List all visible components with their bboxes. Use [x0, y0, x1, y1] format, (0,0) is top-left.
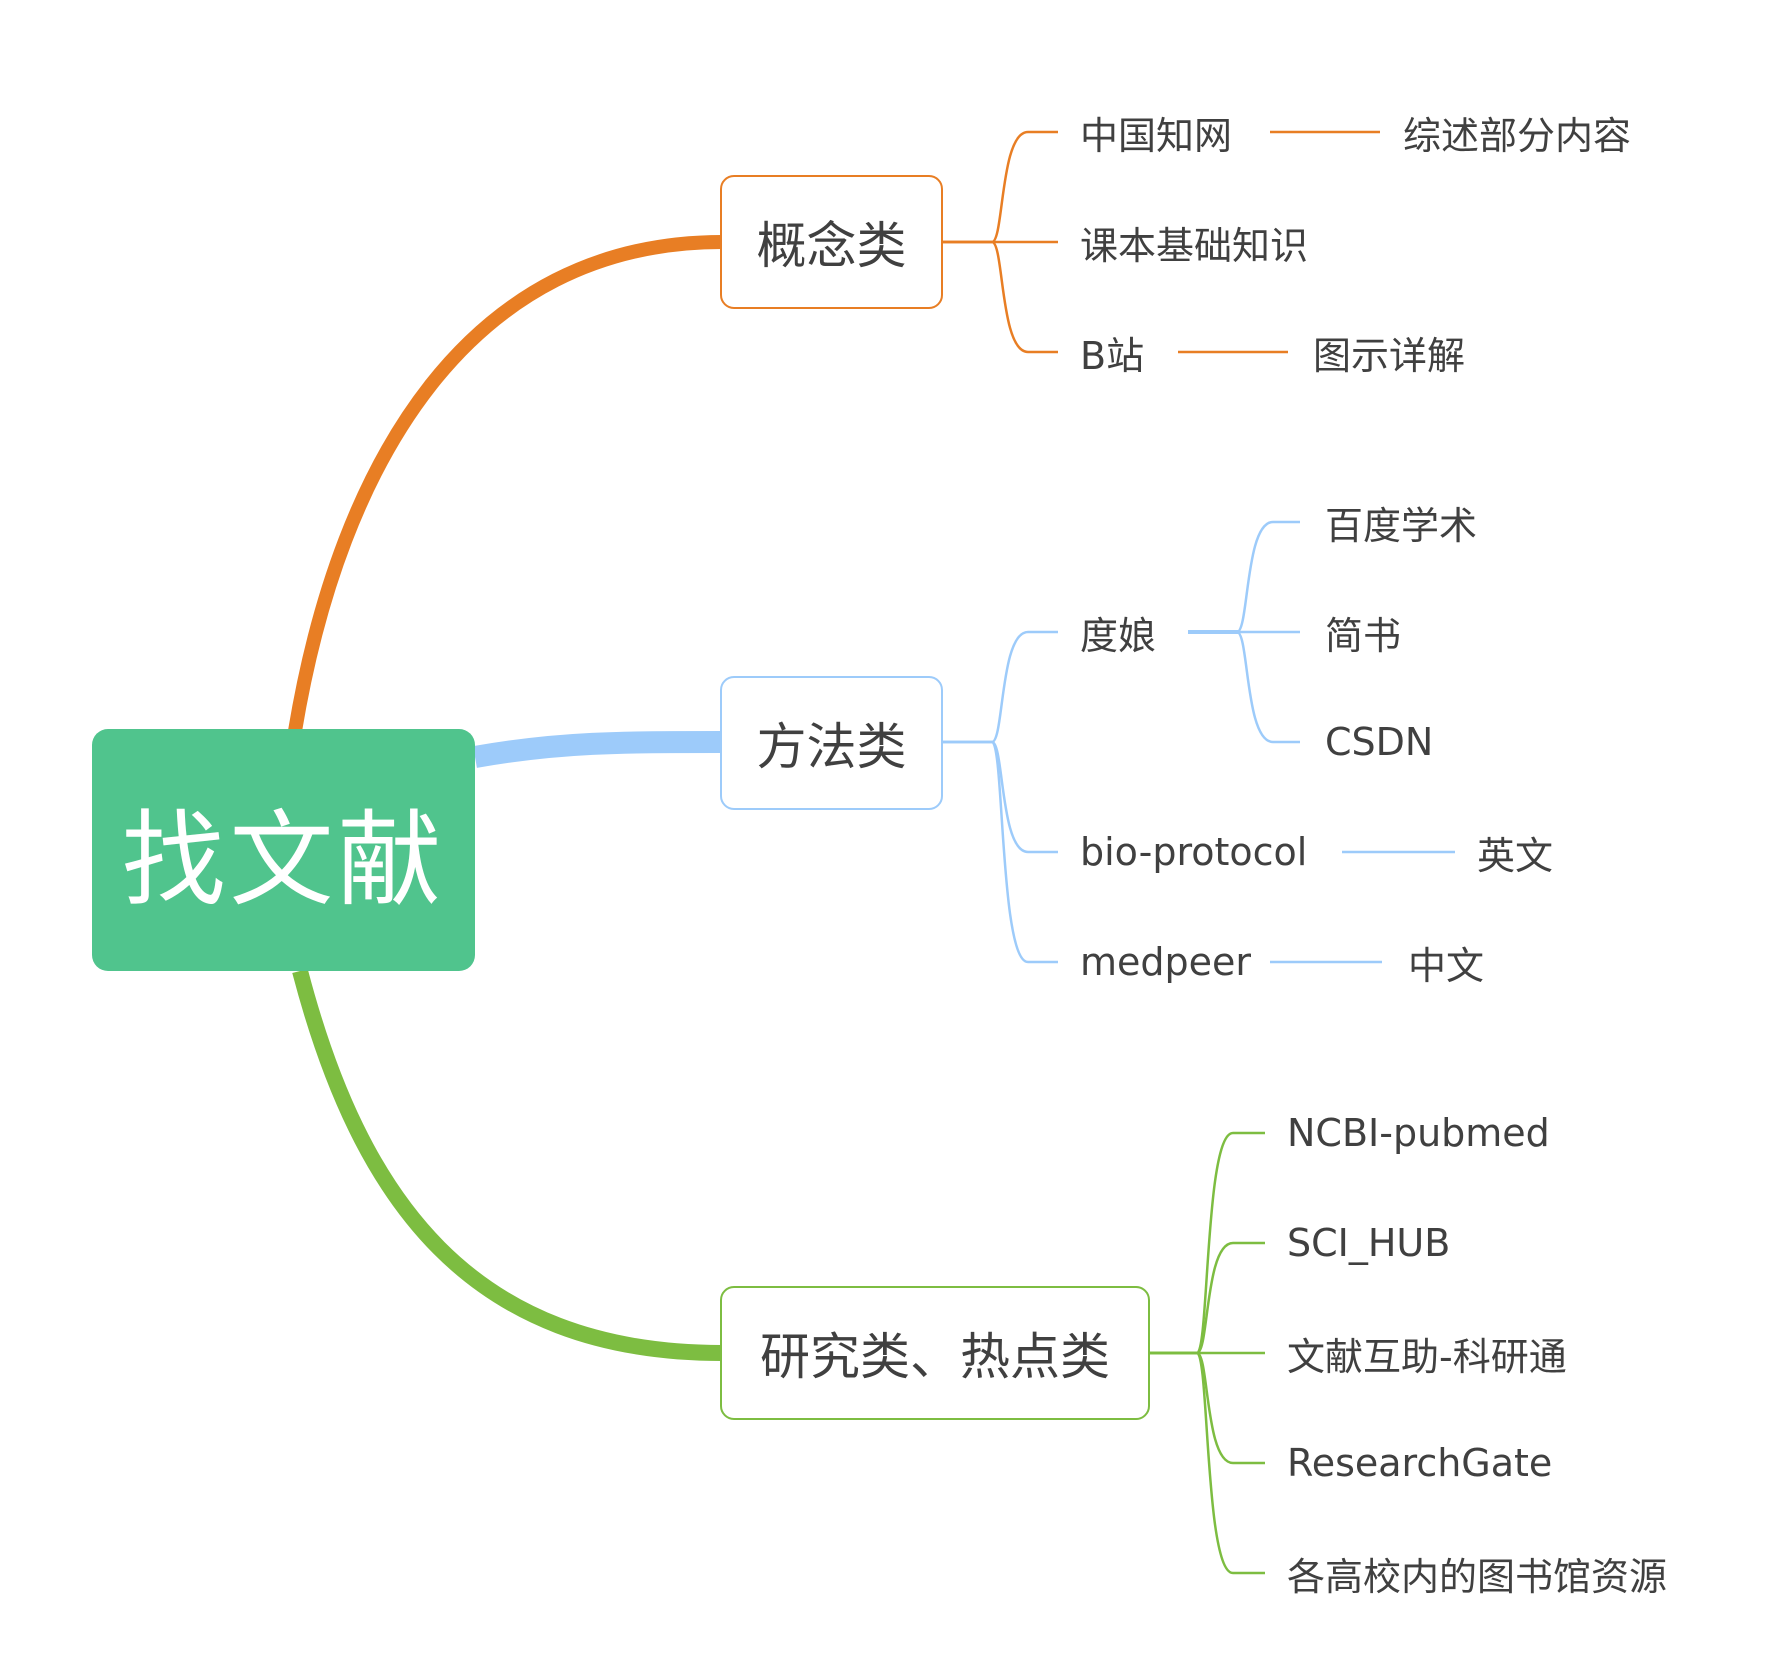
main-connector-method — [473, 731, 723, 768]
subtopic-bilibili[interactable]: B站 — [1080, 327, 1145, 378]
topic-method[interactable]: 方法类 — [720, 676, 943, 810]
connector-research-1 — [1150, 1241, 1265, 1355]
subtopic-label: 中国知网 — [1080, 113, 1233, 158]
connector-baidu-0 — [1236, 520, 1300, 634]
subtopic-baidu[interactable]: 度娘 — [1080, 607, 1157, 658]
connector-research-4 — [1150, 1351, 1265, 1575]
subtopic-label: 简书 — [1325, 613, 1402, 658]
subtopic-keyantong[interactable]: 文献互助-科研通 — [1287, 1328, 1567, 1379]
subtopic-researchgate[interactable]: ResearchGate — [1287, 1438, 1552, 1488]
subtopic-sci-hub[interactable]: SCI_HUB — [1287, 1218, 1450, 1268]
subtopic-label: 文献互助-科研通 — [1287, 1334, 1567, 1379]
subtopic-medpeer[interactable]: medpeer — [1080, 937, 1251, 987]
topic-research[interactable]: 研究类、热点类 — [720, 1286, 1150, 1420]
topic-method-label: 方法类 — [756, 718, 907, 776]
subtopic-label: 百度学术 — [1325, 503, 1478, 548]
subtopic-label: medpeer — [1080, 940, 1252, 984]
subtopic-ncbi-pubmed[interactable]: NCBI-pubmed — [1287, 1108, 1550, 1158]
subtopic-baidu-scholar[interactable]: 百度学术 — [1325, 497, 1478, 548]
subtopic-label: 英文 — [1477, 833, 1554, 878]
subtopic-bio-protocol[interactable]: bio-protocol — [1080, 827, 1307, 877]
topic-concept-label: 概念类 — [756, 217, 907, 275]
connector-method-0 — [943, 630, 1058, 744]
subtopic-cnki[interactable]: 中国知网 — [1080, 107, 1233, 158]
connector-baidu-2 — [1236, 630, 1300, 744]
subtopic-medpeer-note[interactable]: 中文 — [1408, 937, 1485, 988]
subtopic-label: B站 — [1080, 333, 1145, 378]
subtopic-textbook[interactable]: 课本基础知识 — [1080, 217, 1309, 268]
subtopic-bio-protocol-note[interactable]: 英文 — [1477, 827, 1554, 878]
subtopic-label: ResearchGate — [1287, 1441, 1553, 1485]
subtopic-label: 各高校内的图书馆资源 — [1287, 1554, 1668, 1599]
connector-concept-0 — [943, 130, 1058, 244]
connector-concept-2 — [943, 240, 1058, 354]
subtopic-university-library[interactable]: 各高校内的图书馆资源 — [1287, 1548, 1668, 1599]
subtopic-label: 综述部分内容 — [1403, 113, 1632, 158]
subtopic-label: 度娘 — [1080, 613, 1157, 658]
subtopic-jianshu[interactable]: 简书 — [1325, 607, 1402, 658]
subtopic-label: 课本基础知识 — [1080, 223, 1309, 268]
subtopic-label: NCBI-pubmed — [1287, 1111, 1550, 1155]
subtopic-label: 中文 — [1408, 943, 1485, 988]
subtopic-label: 图示详解 — [1313, 333, 1466, 378]
root-topic-label: 找文献 — [121, 798, 446, 921]
subtopic-bilibili-note[interactable]: 图示详解 — [1313, 327, 1466, 378]
topic-research-label: 研究类、热点类 — [760, 1328, 1110, 1386]
connector-method-2 — [943, 740, 1058, 964]
subtopic-label: bio-protocol — [1080, 830, 1308, 874]
sub-connectors — [943, 130, 1455, 1575]
subtopic-cnki-note[interactable]: 综述部分内容 — [1403, 107, 1632, 158]
topic-concept[interactable]: 概念类 — [720, 175, 943, 309]
main-connector-research — [292, 968, 723, 1361]
subtopic-csdn[interactable]: CSDN — [1325, 717, 1433, 767]
main-connector-concept — [288, 235, 723, 733]
subtopic-label: CSDN — [1325, 720, 1434, 764]
root-topic[interactable]: 找文献 — [92, 729, 475, 971]
subtopic-label: SCI_HUB — [1287, 1221, 1451, 1265]
